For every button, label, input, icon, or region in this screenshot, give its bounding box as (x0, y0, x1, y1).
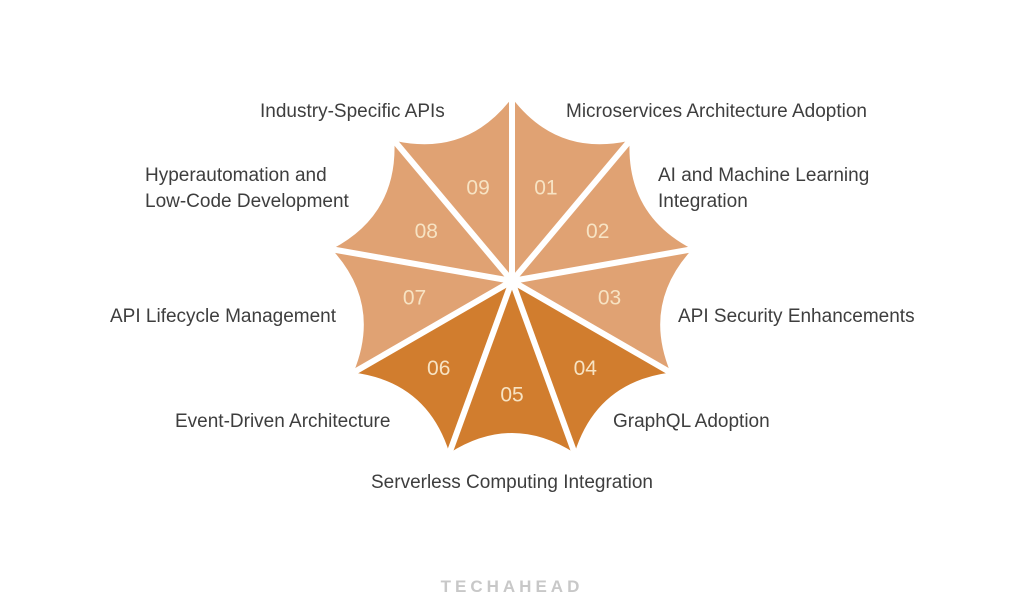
divider-line (318, 244, 513, 284)
petal-number-05: 05 (500, 384, 523, 407)
divider-line (511, 244, 706, 284)
petal-number-09: 09 (466, 177, 489, 200)
label-industry-specific-apis: Industry-Specific APIs (260, 101, 445, 122)
label-api-lifecycle-management: API Lifecycle Management (110, 306, 337, 327)
divider-line (510, 278, 684, 382)
petal-number-08: 08 (415, 220, 438, 243)
label-serverless-computing-integration: Serverless Computing Integration (371, 472, 653, 493)
petal-number-01: 01 (534, 177, 557, 200)
petal-09 (394, 98, 512, 281)
label-ai-machine-learning-integration: AI and Machine Learning Integration (658, 165, 870, 212)
petal-07 (331, 249, 512, 373)
label-graphql-adoption: GraphQL Adoption (613, 411, 770, 432)
petal-number-06: 06 (427, 357, 450, 380)
label-api-security-enhancements: API Security Enhancements (678, 306, 915, 327)
label-event-driven-architecture: Event-Driven Architecture (175, 411, 391, 432)
petal-08 (331, 140, 512, 281)
petal-05 (449, 281, 575, 453)
petal-number-07: 07 (403, 287, 426, 310)
divider-line (509, 279, 582, 467)
label-hyperautomation-low-code: Hyperautomation and Low-Code Development (145, 165, 349, 212)
petal-04 (512, 281, 671, 453)
label-microservices-architecture-adoption: Microservices Architecture Adoption (566, 101, 867, 122)
divider-line (340, 278, 514, 382)
petal-06 (353, 281, 512, 453)
petal-number-04: 04 (574, 357, 598, 380)
petal-01 (512, 98, 630, 281)
divider-line (509, 128, 641, 283)
petal-number-02: 02 (586, 220, 609, 243)
petal-number-03: 03 (598, 287, 621, 310)
petal-03 (512, 249, 693, 373)
divider-line (383, 128, 515, 283)
petal-02 (512, 140, 693, 281)
divider-line (442, 279, 515, 467)
techahead-logo: TECHAHEAD (440, 577, 584, 596)
